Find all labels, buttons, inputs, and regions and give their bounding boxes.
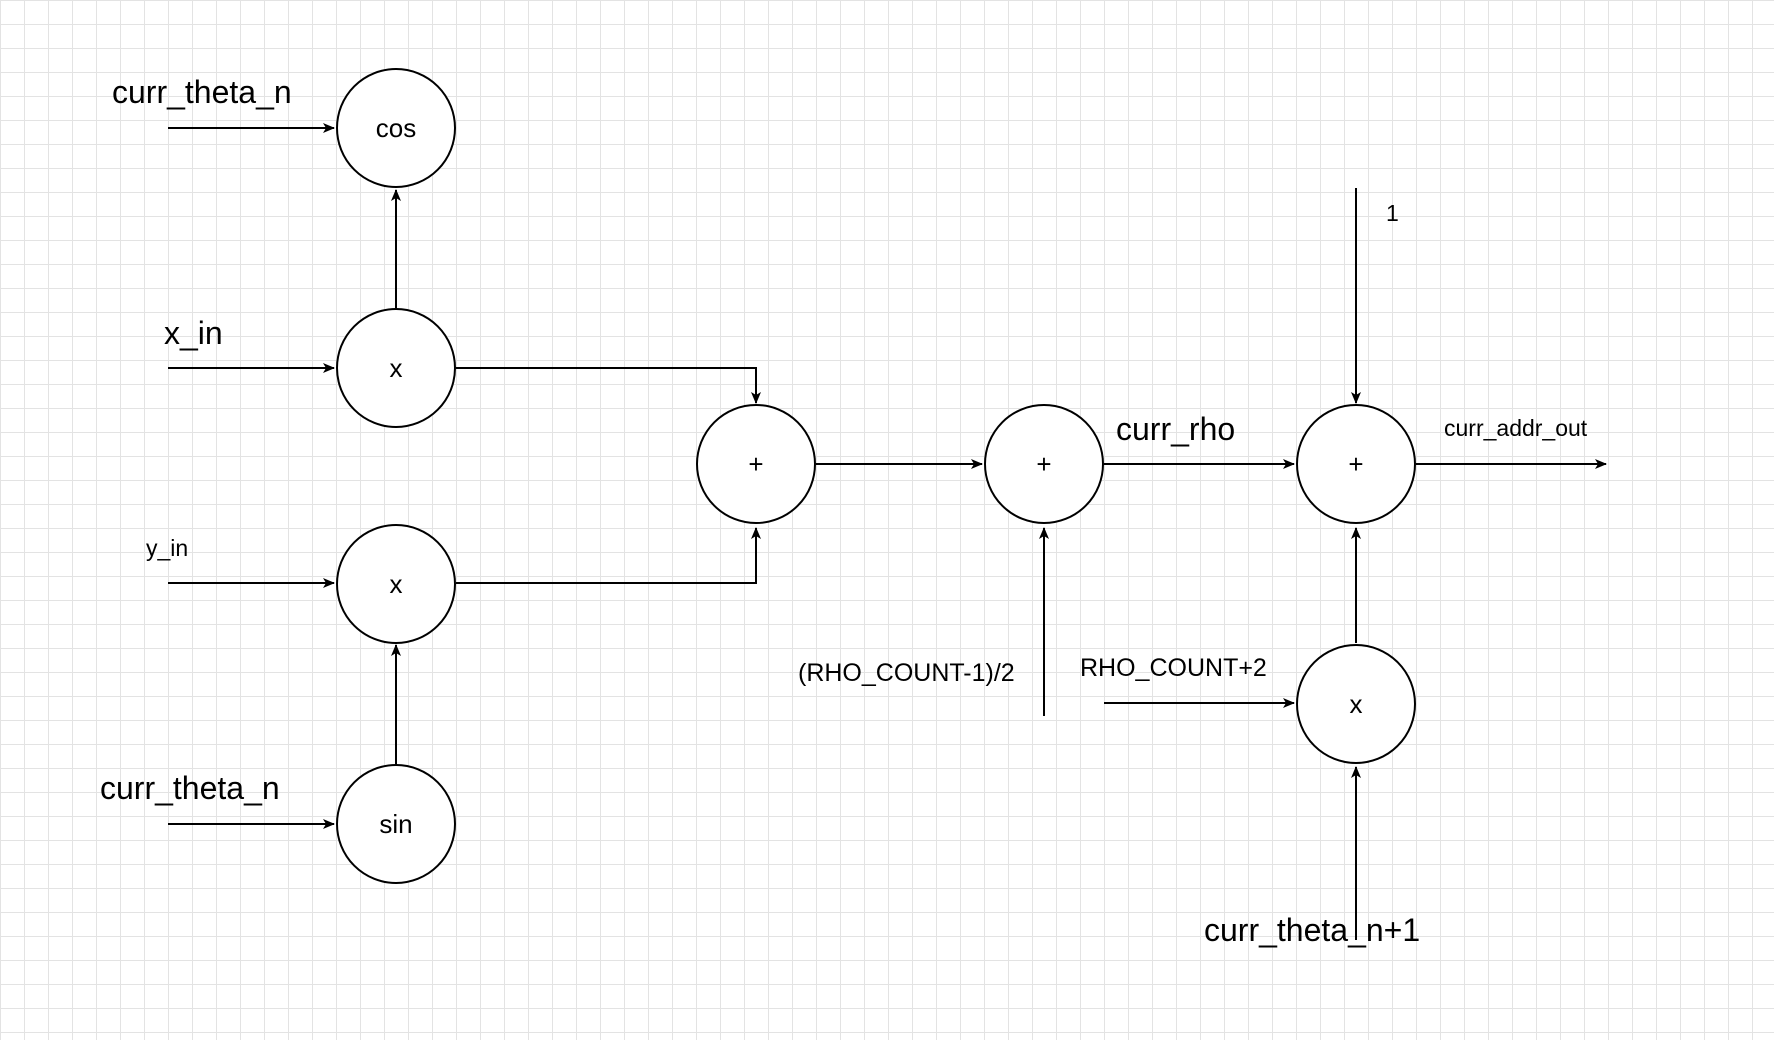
cos-node[interactable]: cos xyxy=(336,68,456,188)
multiply-y-node[interactable]: x xyxy=(336,524,456,644)
label-rho-offset: (RHO_COUNT-1)/2 xyxy=(798,659,1015,687)
sin-node[interactable]: sin xyxy=(336,764,456,884)
wire-xprod-to-adder xyxy=(456,367,761,404)
adder-offset-node[interactable]: + xyxy=(984,404,1104,524)
adder-xy-node[interactable]: + xyxy=(696,404,816,524)
label-y-in: y_in xyxy=(146,535,189,561)
label-curr-rho: curr_rho xyxy=(1116,411,1236,447)
label-curr-theta-n-plus-1: curr_theta_n+1 xyxy=(1204,912,1421,948)
wire-yprod-to-adder xyxy=(456,527,761,584)
label-rho-count-plus-2: RHO_COUNT+2 xyxy=(1080,654,1267,682)
label-x-in: x_in xyxy=(164,315,223,351)
label-curr-theta-n-top: curr_theta_n xyxy=(112,74,292,110)
label-curr-theta-n-bottom: curr_theta_n xyxy=(100,770,280,806)
label-constant-one: 1 xyxy=(1386,200,1399,226)
multiply-theta-node[interactable]: x xyxy=(1296,644,1416,764)
adder-output-node[interactable]: + xyxy=(1296,404,1416,524)
multiply-x-node[interactable]: x xyxy=(336,308,456,428)
label-curr-addr-out: curr_addr_out xyxy=(1444,415,1588,441)
